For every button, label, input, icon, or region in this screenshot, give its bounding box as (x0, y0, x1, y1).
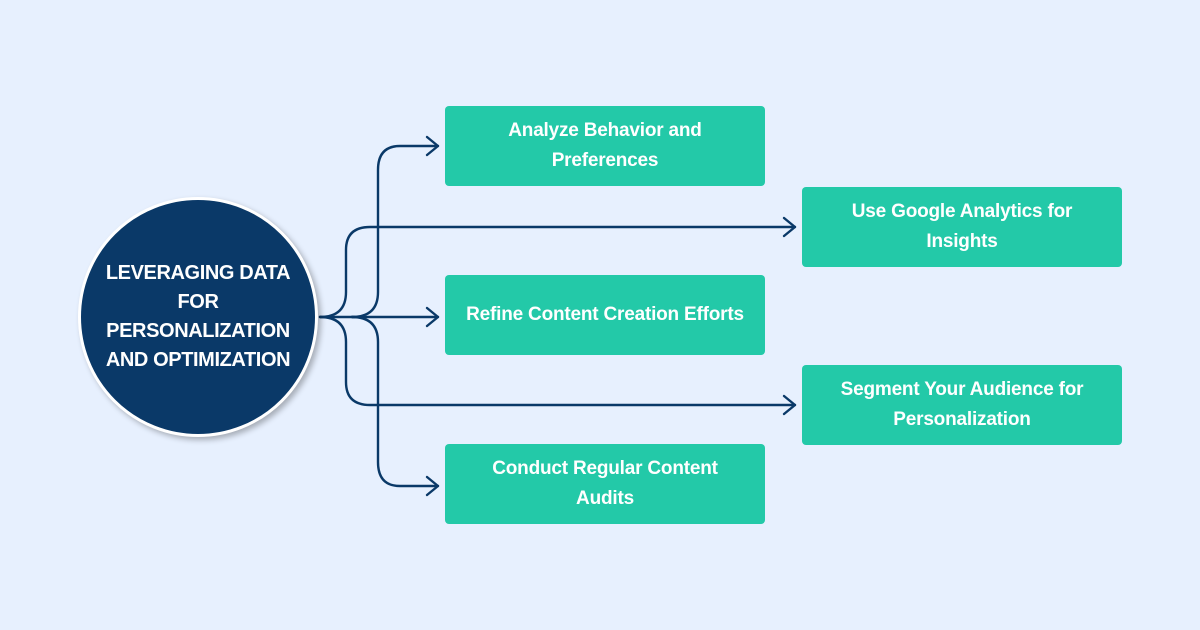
connector-to-analyze (350, 144, 440, 319)
hub-title: LEVERAGING DATA FOR PERSONALIZATION AND … (105, 262, 291, 371)
node-label: Segment Your Audience for Personalizatio… (840, 379, 1084, 430)
node-label: Analyze Behavior and Preferences (508, 120, 702, 171)
arrowhead-refine (425, 306, 440, 328)
arrowhead-analyze (425, 135, 440, 157)
connector-to-google (318, 225, 797, 319)
connector-to-audits (350, 315, 440, 488)
arrowhead-segment (782, 394, 797, 416)
node-refine-content: Refine Content Creation Efforts (445, 275, 765, 355)
connector-to-segment (318, 315, 797, 407)
arrowhead-google (782, 216, 797, 238)
arrowhead-audits (425, 475, 440, 497)
central-hub-circle: LEVERAGING DATA FOR PERSONALIZATION AND … (78, 197, 318, 437)
node-analyze-behavior: Analyze Behavior and Preferences (445, 106, 765, 186)
node-segment-audience: Segment Your Audience for Personalizatio… (802, 365, 1122, 445)
node-content-audits: Conduct Regular Content Audits (445, 444, 765, 524)
node-label: Use Google Analytics for Insights (851, 201, 1073, 252)
node-label: Refine Content Creation Efforts (466, 304, 744, 325)
node-google-analytics: Use Google Analytics for Insights (802, 187, 1122, 267)
node-label: Conduct Regular Content Audits (492, 458, 718, 509)
